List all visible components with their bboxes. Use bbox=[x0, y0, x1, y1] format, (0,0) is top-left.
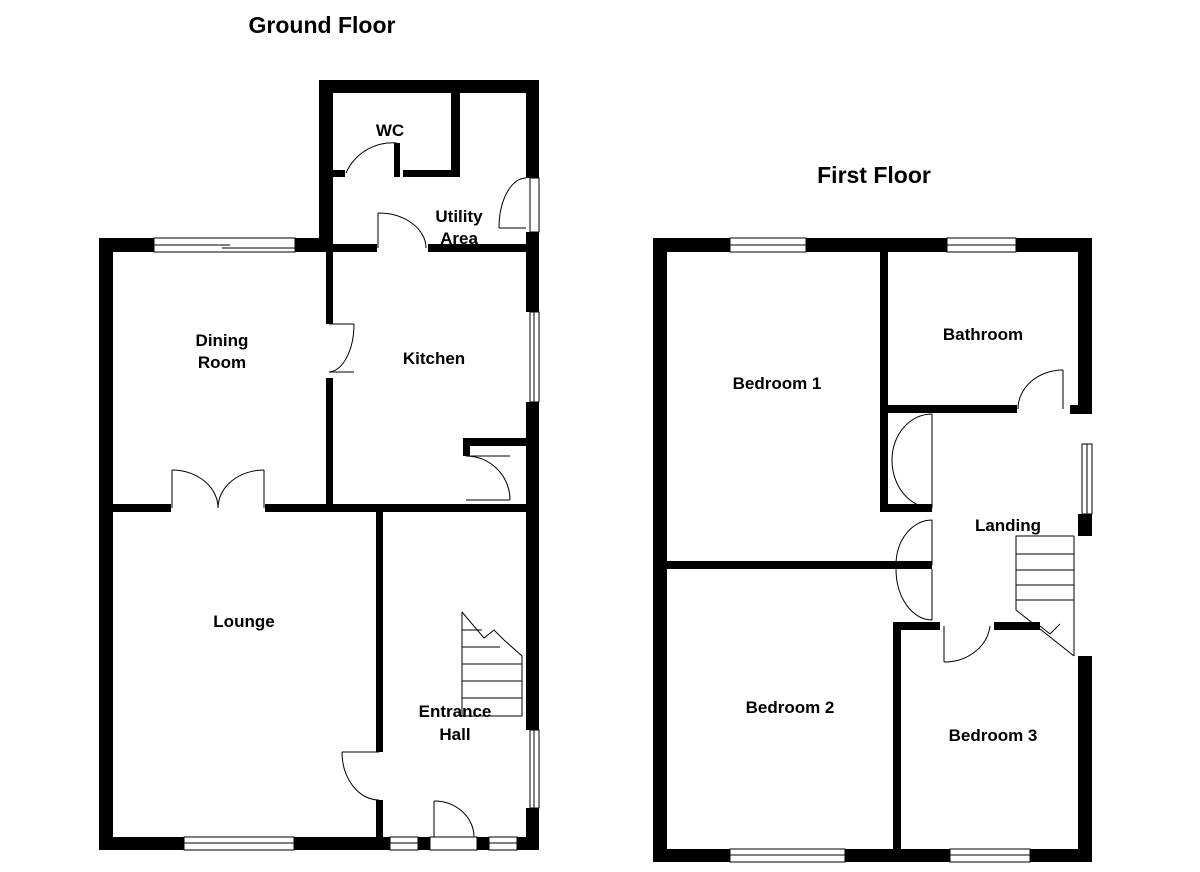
first-floor-doors bbox=[891, 369, 1064, 663]
room-label-dining: Dining bbox=[196, 331, 249, 350]
ground-floor-title: Ground Floor bbox=[249, 12, 396, 38]
ground-floor-doors bbox=[171, 142, 527, 838]
room-label-landing: Landing bbox=[975, 516, 1041, 535]
room-label-utility: Utility bbox=[435, 207, 483, 226]
first-floor-plan: First Floor bbox=[653, 162, 1093, 863]
room-label-lounge: Lounge bbox=[213, 612, 274, 631]
room-label-entrance-line2: Hall bbox=[439, 725, 470, 744]
room-label-bathroom: Bathroom bbox=[943, 325, 1023, 344]
first-floor-room-labels: Bedroom 1 Bathroom Landing Bedroom 2 Bed… bbox=[733, 325, 1041, 745]
first-floor-title: First Floor bbox=[817, 162, 931, 188]
first-floor-staircase bbox=[1015, 535, 1075, 657]
ground-floor-walls bbox=[99, 80, 539, 850]
room-label-kitchen: Kitchen bbox=[403, 349, 465, 368]
ground-floor-plan: Ground Floor bbox=[99, 12, 540, 851]
ground-floor-staircase bbox=[461, 611, 523, 717]
first-floor-windows bbox=[729, 237, 1093, 863]
ground-floor-windows bbox=[153, 177, 540, 851]
ground-floor-room-labels: WC Utility Area Dining Room Kitchen Loun… bbox=[196, 121, 492, 744]
room-label-bedroom-3: Bedroom 3 bbox=[949, 726, 1038, 745]
room-label-wc: WC bbox=[376, 121, 404, 140]
room-label-bedroom-2: Bedroom 2 bbox=[746, 698, 835, 717]
first-floor-walls bbox=[653, 238, 1092, 862]
room-label-dining-line2: Room bbox=[198, 353, 246, 372]
room-label-bedroom-1: Bedroom 1 bbox=[733, 374, 822, 393]
room-label-utility-line2: Area bbox=[440, 229, 478, 248]
room-label-entrance: Entrance bbox=[419, 702, 492, 721]
